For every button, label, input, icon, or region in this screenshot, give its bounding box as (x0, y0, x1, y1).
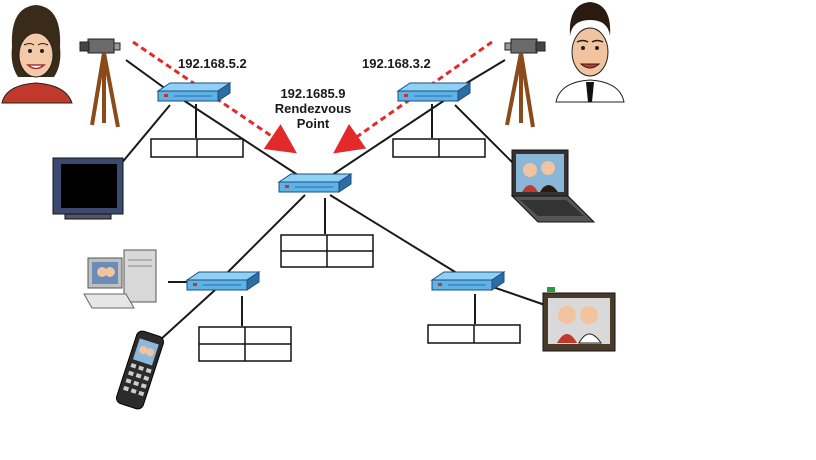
router-rendezvous-point (278, 173, 352, 193)
network-links (119, 59, 546, 341)
link-rp-to-lower-right-router (329, 194, 461, 276)
video-camera-tripod-icon (504, 38, 546, 128)
stream-left-to-rp (132, 40, 297, 154)
rp-title-line2: Point (296, 116, 330, 131)
link-lower-left-router-to-phone (159, 289, 216, 341)
left-router-ip-label: 192.168.5.2 (178, 56, 247, 71)
router-lower-left (186, 271, 260, 291)
router-right (397, 82, 471, 102)
mobile-phone-icon (116, 330, 164, 410)
link-rp-to-left-router (179, 97, 311, 184)
link-rp-to-right-router (319, 97, 449, 184)
routing-table-lower-right (427, 324, 521, 344)
person-woman-icon (1, 5, 73, 104)
laptop-icon (510, 149, 596, 223)
desktop-pc-icon (83, 249, 157, 309)
person-man-icon (555, 2, 625, 103)
link-lower-right-router-to-tv (489, 285, 546, 306)
right-router-ip-label: 192.168.3.2 (362, 56, 431, 71)
link-rp-to-lower-left-router (224, 194, 306, 276)
link-left-router-to-camera (125, 59, 171, 93)
rendezvous-point-label: 192.1685.9 Rendezvous Point (258, 86, 368, 131)
routing-table-right (392, 138, 486, 158)
router-lower-right (431, 271, 505, 291)
routing-table-rendezvous-point (280, 234, 374, 268)
video-display-icon (542, 287, 616, 352)
link-right-router-to-laptop (454, 104, 521, 171)
rp-ip-label: 192.1685.9 (280, 86, 346, 101)
router-left (157, 82, 231, 102)
crt-monitor-icon (52, 157, 124, 220)
rp-title-line1: Rendezvous (274, 101, 352, 116)
routing-table-lower-left (198, 326, 292, 362)
link-left-router-to-monitor (119, 104, 171, 166)
routing-table-left (150, 138, 244, 158)
video-camera-tripod-icon (79, 38, 121, 128)
